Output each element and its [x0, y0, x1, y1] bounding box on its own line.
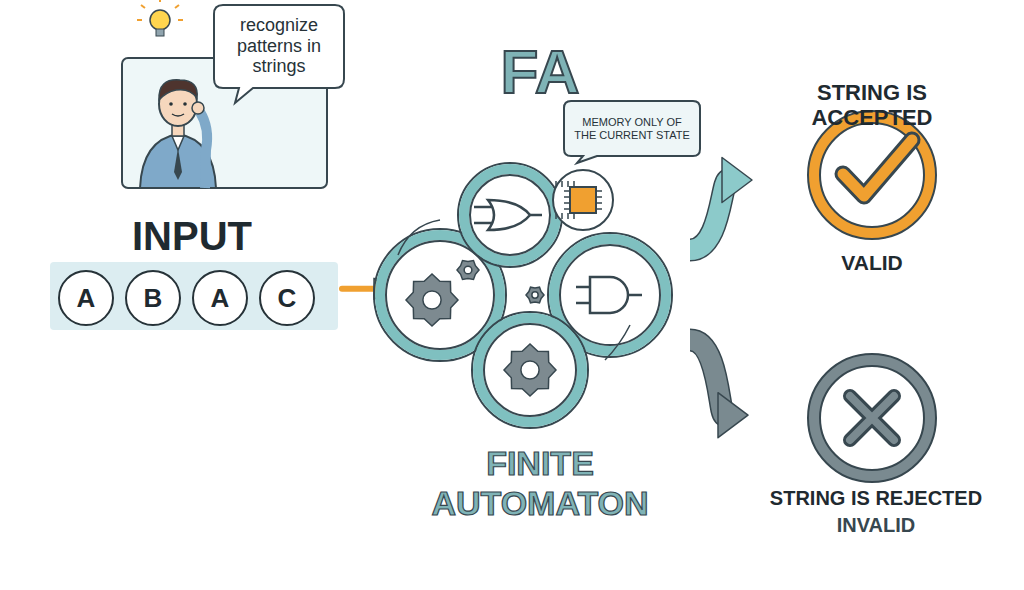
- result-heading: STRING IS REJECTED: [748, 486, 1004, 510]
- memory-callout: MEMORY ONLY OF THE CURRENT STATE: [563, 100, 701, 164]
- result-heading: STRING IS ACCEPTED: [792, 80, 952, 130]
- reject-cross-symbol: [808, 354, 936, 482]
- result-verdict: INVALID: [748, 513, 1004, 537]
- accept-check-symbol: [808, 111, 936, 239]
- flow-arrow: [690, 158, 752, 251]
- bubble-outline-path: [564, 101, 700, 163]
- input-symbol: A: [58, 270, 114, 326]
- bubble-text: MEMORY ONLY OF THE CURRENT STATE: [571, 116, 693, 141]
- automaton-name: FINITE AUTOMATON: [390, 443, 690, 523]
- input-band: INPUT A B A C: [50, 212, 338, 332]
- speech-bubble: recognize patterns in strings: [213, 4, 345, 104]
- light-bulb: [137, 0, 183, 36]
- flow-arrow: [690, 340, 748, 438]
- input-heading: INPUT: [132, 212, 252, 260]
- symbol-letter: C: [278, 283, 297, 314]
- symbol-letter: B: [144, 283, 163, 314]
- automaton-title: FA: [390, 37, 690, 107]
- input-symbol: A: [192, 270, 248, 326]
- person-figure: [140, 80, 216, 188]
- bubble-text: recognize patterns in strings: [225, 15, 333, 77]
- input-symbol: C: [259, 270, 315, 326]
- symbol-letter: A: [77, 283, 96, 314]
- result-verdict: VALID: [752, 250, 992, 276]
- input-symbol: B: [125, 270, 181, 326]
- reject-result: STRING IS REJECTED INVALID: [748, 345, 1004, 540]
- bubble-outline-path: [214, 5, 344, 103]
- accept-result: STRING IS ACCEPTED VALID: [752, 80, 992, 280]
- symbol-letter: A: [211, 283, 230, 314]
